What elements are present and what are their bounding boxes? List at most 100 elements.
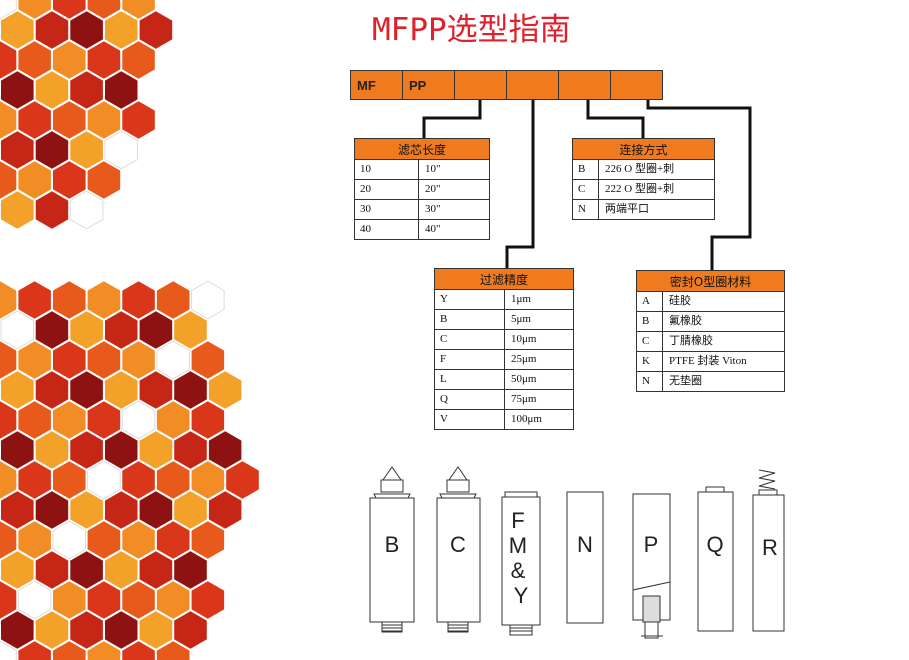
hexagon-shape	[87, 0, 121, 19]
hexagon-shape	[191, 341, 225, 379]
hexagon-shape	[35, 131, 69, 169]
hexagon-shape	[70, 431, 103, 469]
hexagon-shape	[174, 491, 207, 529]
hexagon-shape	[70, 551, 103, 589]
code-box-6	[610, 70, 663, 100]
hexagon-shape	[122, 281, 155, 319]
hexagon-shape	[53, 161, 86, 199]
precision-value: 75μm	[504, 389, 574, 410]
hexagon-shape	[139, 371, 173, 409]
hexagon-shape	[69, 190, 104, 230]
hexagon-shape	[0, 581, 17, 619]
code-box-4	[506, 70, 559, 100]
hexagon-shape	[156, 521, 190, 559]
hexagon-shape	[104, 130, 138, 170]
hexagon-shape	[122, 41, 155, 79]
seal-table-header: 密封O型圈材料	[636, 270, 785, 292]
hexagon-shape	[174, 431, 207, 469]
hexagon-shape	[156, 340, 190, 380]
hexagon-shape	[139, 551, 173, 589]
precision-value: 1μm	[504, 289, 574, 310]
hexagon-shape	[18, 341, 51, 379]
connection-value: 226 O 型圈+刺	[598, 159, 715, 180]
hexagon-shape	[105, 311, 138, 349]
connection-value: 两端平口	[598, 199, 715, 220]
hexagon-shape	[35, 311, 69, 349]
hexagon-shape	[1, 551, 34, 589]
hexagon-shape	[191, 401, 225, 439]
hexagon-shape	[53, 461, 86, 499]
hexagon-shape	[122, 0, 155, 19]
cartridge-c	[436, 466, 481, 633]
hexagon-shape	[35, 371, 69, 409]
hexagon-shape	[0, 640, 17, 660]
hexagon-shape	[226, 461, 259, 499]
hexagon-shape	[122, 461, 155, 499]
hexagon-shape	[87, 581, 121, 619]
hexagon-shape	[18, 461, 51, 499]
precision-value: 100μm	[504, 409, 574, 430]
hexagon-shape	[35, 11, 69, 49]
hexagon-shape	[18, 641, 51, 660]
hexagon-shape	[87, 281, 121, 319]
hexagon-shape	[35, 491, 69, 529]
hexagon-shape	[121, 400, 156, 440]
hexagon-shape	[35, 551, 69, 589]
hexagon-shape	[105, 71, 138, 109]
cartridge-label-fmy: F M & Y	[509, 508, 533, 608]
cartridge-n	[566, 491, 604, 624]
hexagon-shape	[0, 341, 17, 379]
length-value: 40"	[418, 219, 490, 240]
code-box-5	[558, 70, 611, 100]
hexagon-shape	[139, 311, 173, 349]
hexagon-shape	[0, 310, 35, 350]
hexagon-shape	[139, 11, 173, 49]
honeycomb-decoration	[0, 0, 259, 660]
cartridge-p	[632, 493, 671, 639]
cartridge-r	[752, 469, 785, 632]
hexagon-shape	[18, 101, 51, 139]
hexagon-shape	[70, 491, 103, 529]
hexagon-shape	[87, 401, 121, 439]
hexagon-shape	[0, 281, 17, 319]
code-box-1: MF	[350, 70, 403, 100]
code-box-2: PP	[402, 70, 455, 100]
hexagon-shape	[122, 341, 155, 379]
cartridge-q	[697, 486, 734, 632]
hexagon-shape	[191, 521, 225, 559]
hexagon-shape	[35, 431, 69, 469]
hexagon-shape	[87, 41, 121, 79]
hexagon-shape	[53, 341, 86, 379]
hexagon-shape	[191, 280, 225, 320]
hexagon-shape	[18, 281, 51, 319]
hexagon-shape	[174, 371, 207, 409]
hexagon-shape	[53, 401, 86, 439]
hexagon-shape	[0, 41, 17, 79]
hexagon-shape	[87, 161, 121, 199]
hexagon-shape	[1, 371, 34, 409]
hexagon-shape	[156, 581, 190, 619]
model-code-row: MF PP	[350, 70, 663, 100]
cartridge-label-p: P	[644, 532, 659, 557]
hexagon-shape	[52, 520, 87, 560]
hexagon-shape	[0, 101, 17, 139]
hexagon-shape	[35, 191, 69, 229]
hexagon-shape	[156, 461, 190, 499]
hexagon-shape	[0, 161, 17, 199]
hexagon-shape	[53, 641, 86, 660]
hexagon-shape	[105, 11, 138, 49]
hexagon-shape	[18, 41, 51, 79]
hexagon-shape	[174, 611, 207, 649]
hexagon-shape	[17, 580, 52, 620]
